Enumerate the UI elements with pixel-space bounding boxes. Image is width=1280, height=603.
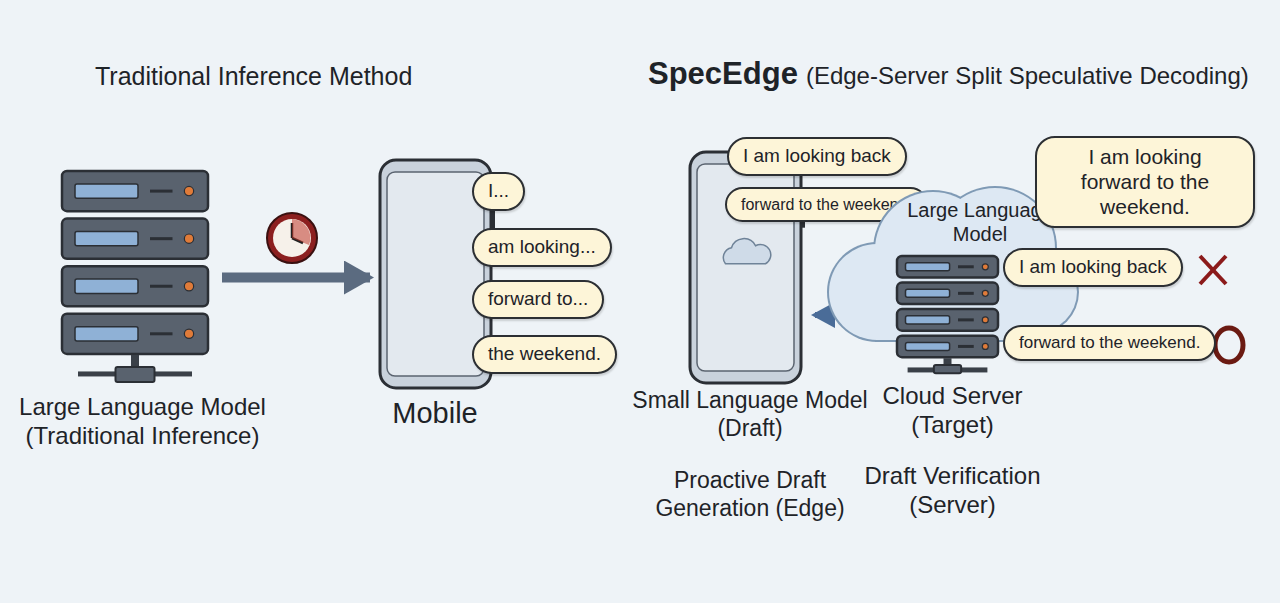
node-label: Draft Verification (Server) <box>840 462 1065 520</box>
clock-icon <box>267 213 317 263</box>
bubble-text: forward to... <box>488 288 588 311</box>
reject-mark <box>1200 256 1226 284</box>
title-text: SpecEdge <box>648 56 798 92</box>
speech-bubble: forward to the weekend. <box>1003 325 1216 361</box>
bubble-text: the weekend. <box>488 343 601 366</box>
speech-bubble: I am looking back <box>1003 248 1183 287</box>
phone-icon <box>688 150 803 385</box>
speech-bubble: I... <box>472 172 525 211</box>
speech-bubble: I am looking back <box>727 137 907 176</box>
server-box: Large Language Model (Traditional Infere… <box>10 165 275 465</box>
bubble-text: I... <box>488 180 509 203</box>
speech-bubble: I am looking forward to the weekend. <box>1035 136 1255 228</box>
phone-device: MobileI...am looking...forward to...the … <box>375 150 495 445</box>
server-icon <box>60 170 210 385</box>
bubble-text: forward to the weekend. <box>741 195 912 214</box>
node-label: Large Language Model (Traditional Infere… <box>10 393 275 451</box>
bubble-text: I am looking forward to the weekend. <box>1051 144 1239 220</box>
heading-text: Traditional Inference Method <box>95 62 412 91</box>
bubble-text: am looking... <box>488 236 596 259</box>
node-label: Cloud Server (Target) <box>840 382 1065 440</box>
node-label: Small Language Model (Draft) <box>620 387 880 442</box>
speech-bubble: the weekend. <box>472 335 617 374</box>
bubble-text: forward to the weekend. <box>1019 333 1200 353</box>
phone-device: Small Language Model (Draft) Proactive Dr… <box>620 135 880 565</box>
bubble-text: I am looking back <box>1019 256 1167 279</box>
server-box: Cloud Server (Target) Draft Verification … <box>840 250 1065 550</box>
bubble-text: I am looking back <box>743 145 891 168</box>
speech-bubble: forward to... <box>472 280 604 319</box>
server-icon <box>895 255 1000 375</box>
node-label: Proactive Draft Generation (Edge) <box>650 467 850 522</box>
accept-mark <box>1215 328 1243 362</box>
flow-arrow <box>222 273 370 283</box>
speech-bubble: am looking... <box>472 228 612 267</box>
heading-text: (Edge-Server Split Speculative Decoding) <box>806 62 1249 90</box>
node-label: Mobile <box>365 396 505 431</box>
